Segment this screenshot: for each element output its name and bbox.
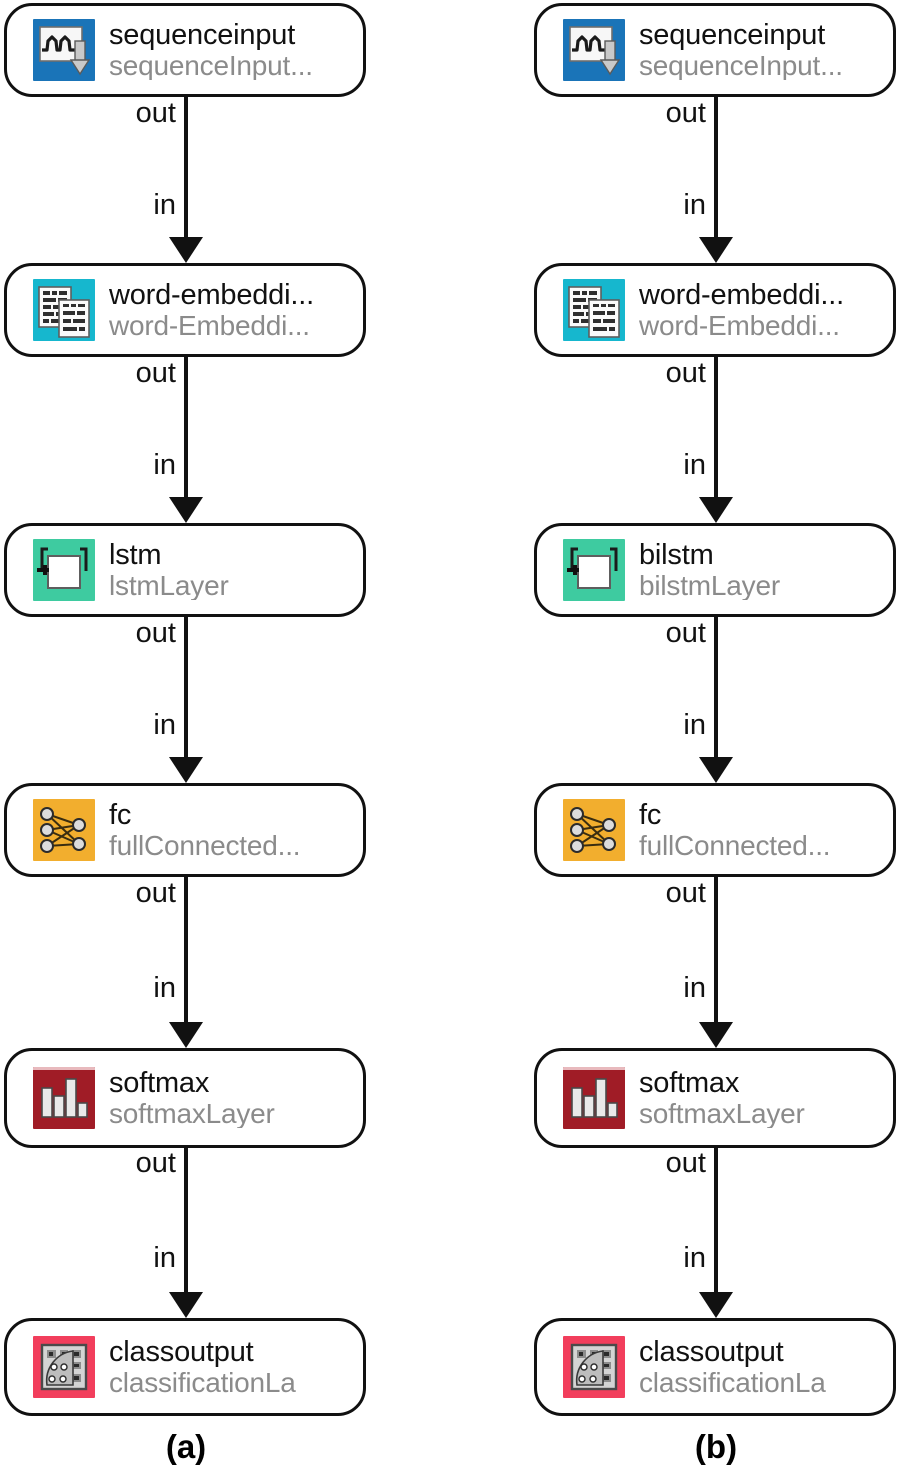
layer-type: sequenceInput... [639,49,843,80]
layer-title: softmax [109,1068,210,1100]
connector-sequenceinput-to-wordembedding: out in [530,97,902,263]
connector-sequenceinput-to-wordembedding: out in [0,97,372,263]
connector-in-label: in [153,709,176,741]
connector-in-label: in [683,449,706,481]
connector-in-label: in [153,449,176,481]
connector-fc-to-softmax: out in [0,877,372,1048]
network-column-b: sequenceinput sequenceInput... out in [530,0,902,1477]
layer-node-classoutput[interactable]: classoutput classificationLa [4,1318,366,1416]
layer-type: lstmLayer [109,569,229,600]
connector-in-label: in [153,1242,176,1274]
connector-in-label: in [683,709,706,741]
network-column-a: sequenceinput sequenceInput... out in [0,0,372,1477]
layer-node-text: classoutput classificationLa [109,1337,296,1396]
layer-node-sequenceinput[interactable]: sequenceinput sequenceInput... [534,3,896,97]
layer-node-classoutput[interactable]: classoutput classificationLa [534,1318,896,1416]
layer-title: sequenceinput [639,20,826,52]
layer-node-lstm[interactable]: lstm lstmLayer [4,523,366,617]
connector-out-label: out [135,617,176,649]
layer-title: word-embeddi... [109,280,314,312]
connector-softmax-to-classoutput: out in [0,1147,372,1318]
layer-node-text: word-embeddi... word-Embeddi... [639,280,844,339]
layer-title: word-embeddi... [639,280,844,312]
connector-out-label: out [135,357,176,389]
layer-node-text: softmax softmaxLayer [109,1068,275,1127]
connector-lstm-to-fc: out in [0,617,372,783]
fully-connected-icon [563,799,625,861]
subfigure-caption-b: (b) [694,1428,738,1465]
lstm-icon [33,539,95,601]
word-embedding-icon [563,279,625,341]
layer-node-text: sequenceinput sequenceInput... [109,20,313,79]
layer-title: bilstm [639,540,714,572]
layer-node-text: sequenceinput sequenceInput... [639,20,843,79]
layer-type: fullConnected... [109,829,301,860]
layer-node-softmax[interactable]: softmax softmaxLayer [534,1048,896,1148]
connector-wordembedding-to-bilstm: out in [530,357,902,523]
connector-out-label: out [135,97,176,129]
connector-out-label: out [665,1147,706,1179]
fully-connected-icon [33,799,95,861]
word-embedding-icon [33,279,95,341]
layer-type: sequenceInput... [109,49,313,80]
connector-in-label: in [153,972,176,1004]
subfigure-caption-a: (a) [165,1428,207,1465]
connector-out-label: out [665,357,706,389]
connector-in-label: in [683,972,706,1004]
layer-node-text: lstm lstmLayer [109,540,229,599]
layer-node-text: word-embeddi... word-Embeddi... [109,280,314,339]
sequence-input-icon [33,19,95,81]
layer-node-word-embedding[interactable]: word-embeddi... word-Embeddi... [4,263,366,357]
layer-title: fc [109,800,132,832]
layer-node-bilstm[interactable]: bilstm bilstmLayer [534,523,896,617]
layer-type: softmaxLayer [109,1097,275,1128]
layer-node-text: bilstm bilstmLayer [639,540,780,599]
sequence-input-icon [563,19,625,81]
connector-out-label: out [135,1147,176,1179]
layer-type: word-Embeddi... [639,309,840,340]
connector-bilstm-to-fc: out in [530,617,902,783]
layer-node-word-embedding[interactable]: word-embeddi... word-Embeddi... [534,263,896,357]
layer-type: word-Embeddi... [109,309,310,340]
connector-in-label: in [683,1242,706,1274]
connector-softmax-to-classoutput: out in [530,1147,902,1318]
layer-title: softmax [639,1068,740,1100]
connector-in-label: in [683,189,706,221]
connector-out-label: out [665,617,706,649]
classification-icon [33,1336,95,1398]
layer-type: fullConnected... [639,829,831,860]
layer-title: classoutput [109,1337,254,1369]
connector-in-label: in [153,189,176,221]
layer-node-softmax[interactable]: softmax softmaxLayer [4,1048,366,1148]
layer-node-sequenceinput[interactable]: sequenceinput sequenceInput... [4,3,366,97]
layer-node-fc[interactable]: fc fullConnected... [534,783,896,877]
softmax-icon [563,1067,625,1129]
layer-type: bilstmLayer [639,569,780,600]
connector-fc-to-softmax: out in [530,877,902,1048]
connector-out-label: out [135,877,176,909]
layer-type: classificationLa [109,1366,296,1397]
layer-title: fc [639,800,662,832]
layer-node-text: softmax softmaxLayer [639,1068,805,1127]
layer-type: softmaxLayer [639,1097,805,1128]
layer-node-text: fc fullConnected... [639,800,830,859]
connector-out-label: out [665,97,706,129]
layer-node-text: fc fullConnected... [109,800,300,859]
classification-icon [563,1336,625,1398]
softmax-icon [33,1067,95,1129]
layer-type: classificationLa [639,1366,826,1397]
layer-node-fc[interactable]: fc fullConnected... [4,783,366,877]
layer-title: sequenceinput [109,20,296,52]
layer-title: classoutput [639,1337,784,1369]
connector-out-label: out [665,877,706,909]
layer-title: lstm [109,540,162,572]
layer-node-text: classoutput classificationLa [639,1337,826,1396]
lstm-icon [563,539,625,601]
connector-wordembedding-to-lstm: out in [0,357,372,523]
